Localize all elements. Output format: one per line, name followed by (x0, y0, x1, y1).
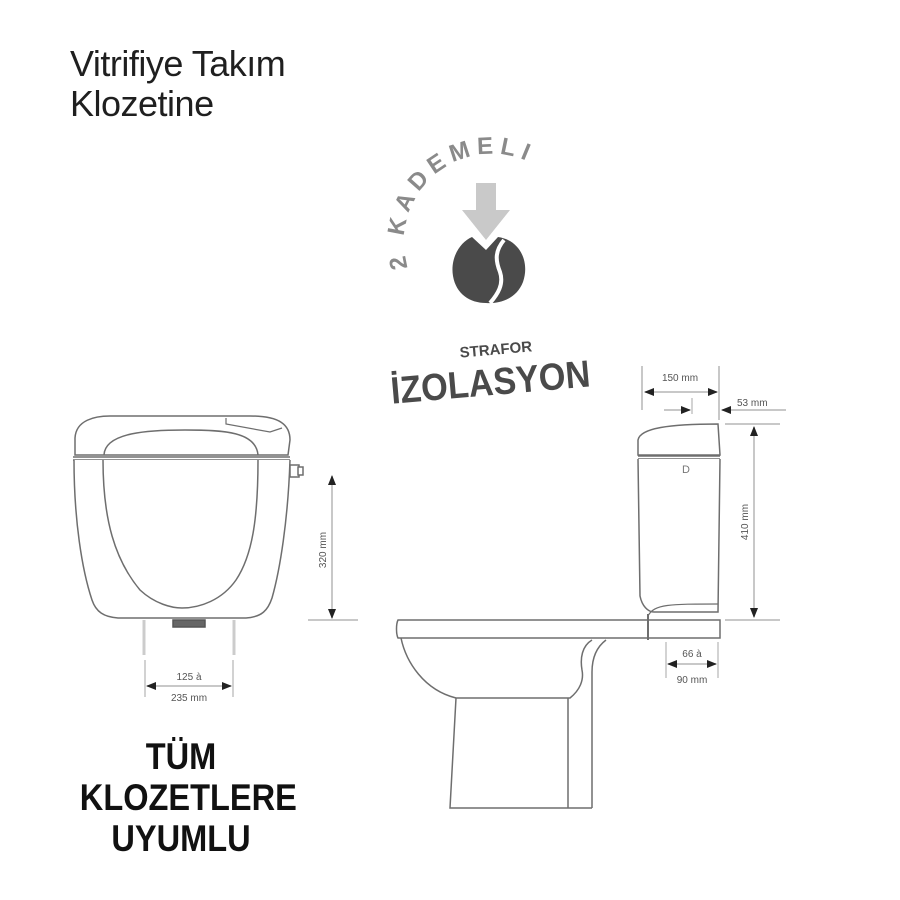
side-depth-label: 150 mm (662, 373, 698, 384)
front-height-dimension: 320 mm (308, 475, 358, 621)
side-depth-dimension: 150 mm (641, 366, 720, 420)
insulation-small-label: STRAFOR (459, 338, 533, 361)
side-view-toilet: D (395, 423, 721, 809)
front-height-label: 320 mm (318, 532, 329, 568)
side-offset-label: 53 mm (737, 398, 768, 409)
side-offset-dimension: 53 mm (664, 398, 786, 414)
side-bottom-dimension: 66 à 90 mm (665, 642, 719, 686)
slogan-line-3: UYUMLU (111, 818, 251, 859)
front-width-dimension: 125 à 235 mm (144, 660, 234, 704)
product-title: Vitrifiye Takım Klozetine (70, 43, 286, 124)
front-width-label-top: 125 à (176, 672, 201, 683)
dual-flush-badge: 2 KADEMELI (383, 132, 533, 305)
slogan-line-1: TÜM (145, 736, 217, 777)
slogan-line-2: KLOZETLERE (79, 777, 297, 818)
front-width-label-bottom: 235 mm (171, 693, 207, 704)
insulation-large-label: İZOLASYON (389, 353, 592, 412)
side-height-dimension: 410 mm (725, 423, 780, 621)
front-view-cistern (73, 415, 304, 655)
side-height-label: 410 mm (740, 504, 751, 540)
side-bottom-label-bottom: 90 mm (677, 675, 708, 686)
side-bottom-label-top: 66 à (682, 649, 702, 660)
title-line-2: Klozetine (70, 83, 214, 124)
compatibility-slogan: TÜM KLOZETLERE UYUMLU (79, 736, 297, 859)
dual-flush-drop-icon (452, 183, 526, 305)
title-line-1: Vitrifiye Takım (70, 43, 286, 84)
side-button-glyph: D (682, 464, 690, 476)
insulation-badge: STRAFOR İZOLASYON (389, 338, 592, 412)
